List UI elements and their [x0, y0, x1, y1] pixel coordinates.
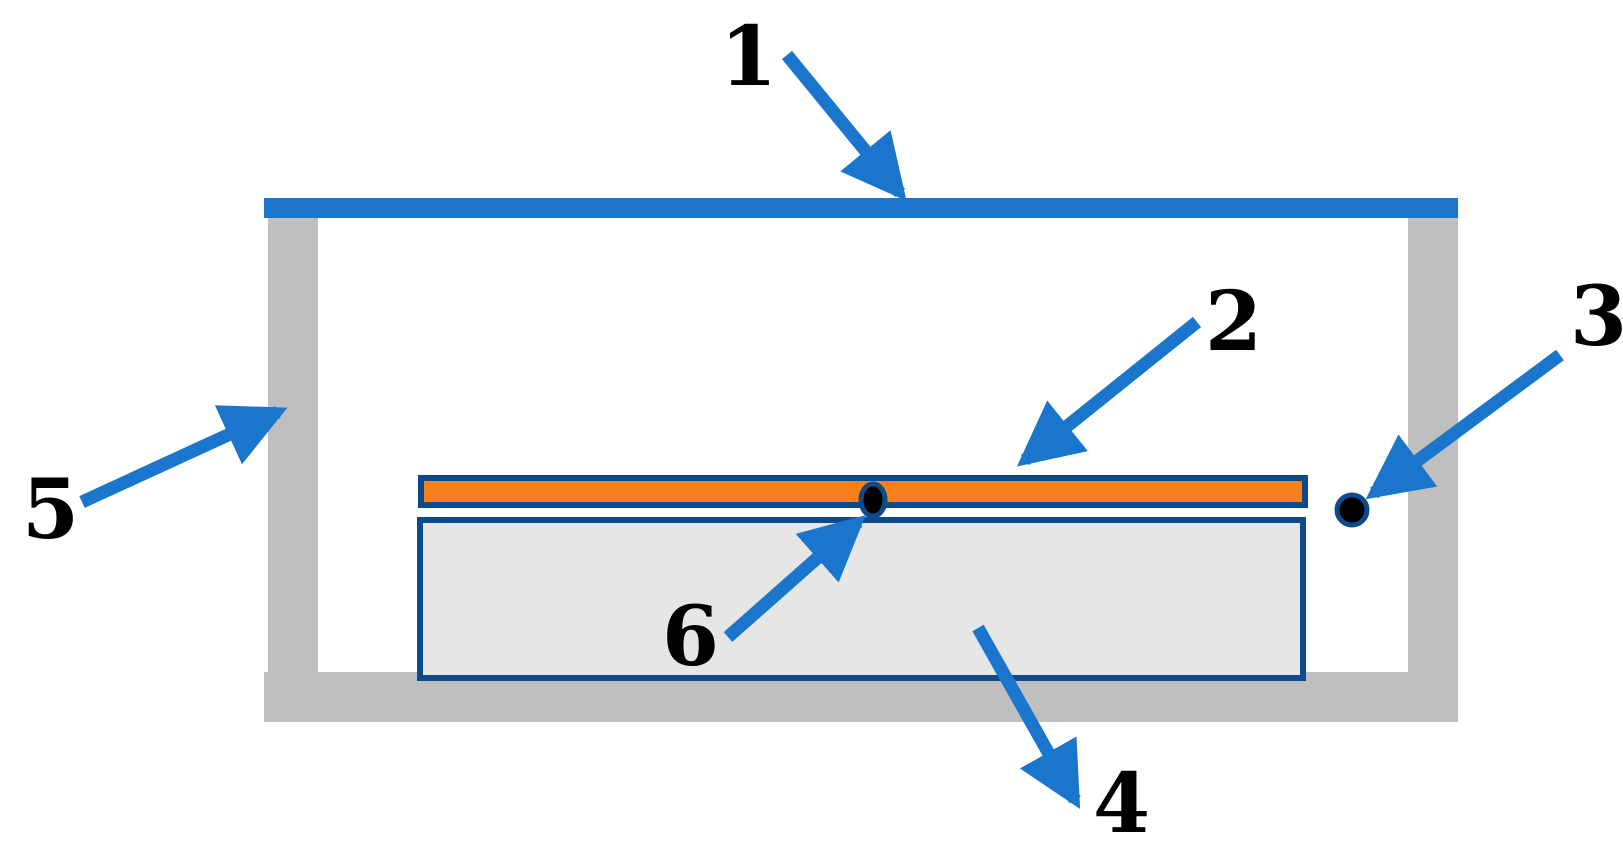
arrow-6 [723, 515, 866, 642]
arrow-4 [972, 624, 1081, 810]
label-1: 1 [720, 9, 777, 105]
arrow-1 [781, 50, 907, 202]
label-4: 4 [1093, 756, 1150, 850]
arrow-5 [79, 405, 288, 508]
top-lid [264, 198, 1458, 218]
center-sensor-dot [858, 481, 888, 519]
label-6: 6 [662, 589, 719, 685]
label-5: 5 [22, 462, 79, 558]
arrow-3 [1365, 349, 1564, 500]
side-sensor-dot [1334, 492, 1370, 528]
arrow-2 [1016, 316, 1202, 467]
left-wall [268, 207, 318, 677]
label-2: 2 [1205, 274, 1262, 370]
label-3: 3 [1570, 269, 1623, 365]
base-block [417, 517, 1306, 681]
